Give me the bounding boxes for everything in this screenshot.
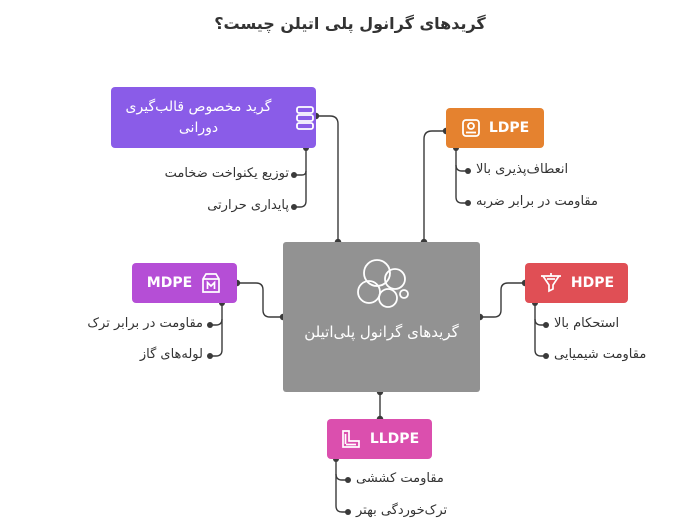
funnel-icon bbox=[539, 272, 563, 294]
node-mdpe: MDPE bbox=[132, 263, 237, 303]
box-m-icon bbox=[200, 272, 222, 294]
stack-icon bbox=[294, 105, 316, 131]
hdpe-item-2: مقاومت شیمیایی bbox=[554, 347, 647, 362]
rotational-item-1: توزیع یکنواخت ضخامت bbox=[164, 166, 289, 181]
node-label: MDPE bbox=[146, 275, 193, 291]
node-ldpe: LDPE bbox=[446, 108, 544, 148]
node-lldpe: LLDPE bbox=[327, 419, 432, 459]
bubbles-icon bbox=[349, 254, 415, 314]
ldpe-item-1: انعطاف‌پذیری بالا bbox=[476, 162, 569, 177]
central-topic-node: گریدهای گرانول پلی‌اتیلن bbox=[283, 242, 480, 392]
mdpe-item-1: مقاومت در برابر ترک bbox=[87, 316, 203, 331]
hdpe-item-1: استحکام بالا bbox=[554, 316, 620, 331]
node-label: LLDPE bbox=[369, 431, 420, 447]
central-topic-label: گریدهای گرانول پلی‌اتیلن bbox=[304, 323, 459, 341]
rotational-item-2: پایداری حرارتی bbox=[207, 198, 289, 213]
lldpe-item-1: مقاومت کششی bbox=[356, 471, 444, 486]
diagram-title: گریدهای گرانول پلی اتیلن چیست؟ bbox=[214, 14, 486, 33]
corner-frame-icon bbox=[340, 428, 362, 450]
node-hdpe: HDPE bbox=[525, 263, 628, 303]
node-label: HDPE bbox=[570, 275, 615, 291]
node-label: گرید مخصوص قالب‌گیری دورانی bbox=[125, 98, 272, 136]
node-label: LDPE bbox=[488, 120, 530, 136]
lldpe-item-2: ترک‌خوردگی بهتر bbox=[356, 503, 448, 518]
mdpe-item-2: لوله‌های گاز bbox=[139, 347, 203, 362]
node-rotational-molding-grade: گرید مخصوص قالب‌گیری دورانی bbox=[111, 87, 316, 148]
drive-icon bbox=[461, 118, 481, 138]
ldpe-item-2: مقاومت در برابر ضربه bbox=[476, 194, 598, 209]
